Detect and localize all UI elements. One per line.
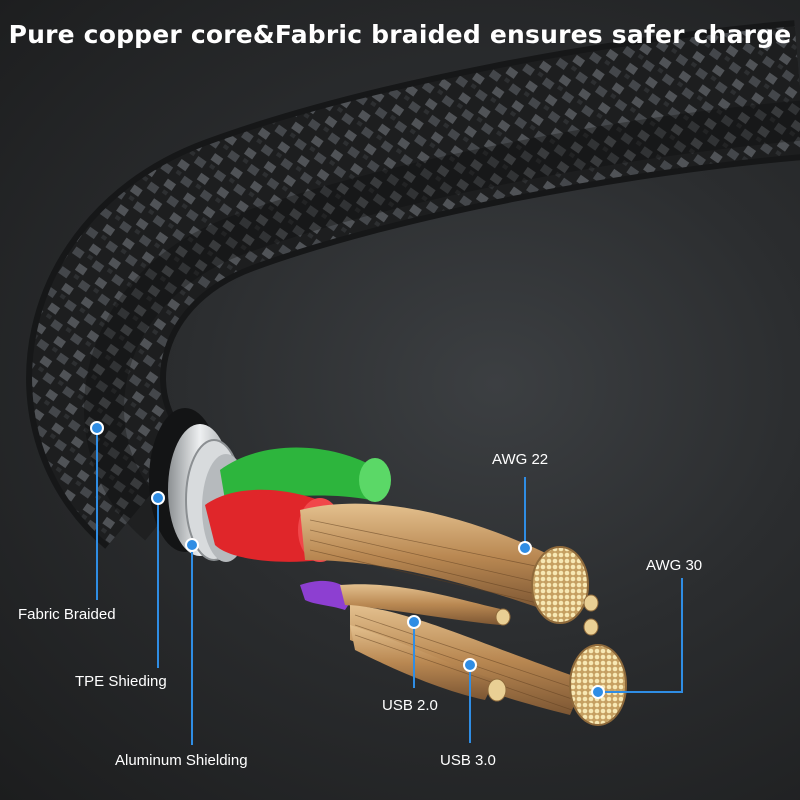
label-usb20: USB 2.0 (382, 697, 438, 714)
callout-lines (96, 428, 683, 745)
callout-dot-awg30 (591, 685, 605, 699)
callout-dot-fabric-braided (90, 421, 104, 435)
callout-dot-usb30 (463, 658, 477, 672)
braided-cable-body (26, 20, 800, 549)
label-awg30: AWG 30 (646, 557, 703, 574)
copper-bundles (300, 503, 627, 726)
label-usb30: USB 3.0 (440, 752, 496, 769)
label-aluminum-shielding: Aluminum Shielding (115, 752, 248, 769)
callout-dots (90, 421, 605, 699)
headline: Pure copper core&Fabric braided ensures … (8, 20, 792, 49)
callout-dot-tpe-shieding (151, 491, 165, 505)
callout-dot-aluminum-shielding (185, 538, 199, 552)
label-awg22: AWG 22 (492, 451, 549, 468)
label-tpe-shieding: TPE Shieding (75, 673, 167, 690)
callout-dot-awg22 (518, 541, 532, 555)
callout-dot-usb20 (407, 615, 421, 629)
callout-line-awg30 (598, 578, 683, 693)
label-fabric-braided: Fabric Braided (18, 606, 116, 623)
